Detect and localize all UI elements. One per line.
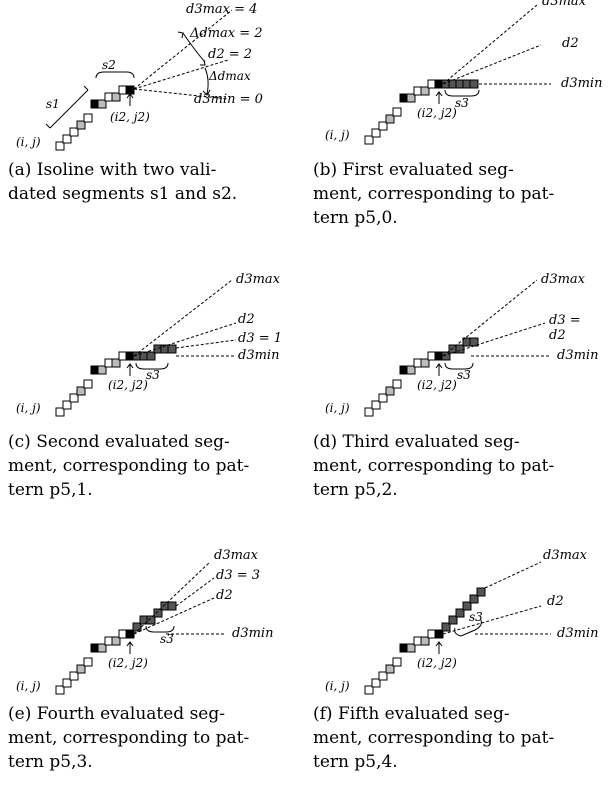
label-i2j2: (i2, j2) — [108, 656, 148, 670]
panel-a: d3max = 4 Δdmax = 2 d2 = 2 Δdmax d3min =… — [0, 0, 290, 204]
caption-line: dated segments s1 and s2. — [8, 184, 238, 204]
caption-line: (f) Fifth evaluated seg- — [313, 704, 510, 724]
diagram-a — [45, 9, 233, 151]
label-ij: (i, j) — [16, 401, 41, 415]
diagram-b — [364, 4, 551, 145]
label-d3: d3 = 1 — [238, 331, 283, 346]
label-d3max: d3max = 4 — [186, 2, 258, 17]
caption-line: tern p5,4. — [313, 752, 398, 772]
caption-line: (a) Isoline with two vali- — [8, 160, 217, 180]
isoline-pixels — [55, 85, 135, 151]
label-d2: d2 — [547, 594, 564, 609]
caption-c: (c) Second evaluated seg- ment, correspo… — [8, 430, 278, 502]
caption-line: tern p5,2. — [313, 480, 398, 500]
label-d3min: d3min — [232, 626, 274, 641]
s1-brace — [49, 89, 89, 129]
caption-line: ment, corresponding to pat- — [313, 184, 555, 204]
label-d3max: d3max — [543, 548, 588, 563]
label-d3min: d3min — [557, 348, 599, 363]
caption-f: (f) Fifth evaluated seg- ment, correspon… — [313, 702, 583, 774]
label-ij: (i, j) — [325, 128, 350, 142]
label-d3max: d3max — [542, 0, 587, 9]
diagram-e — [55, 561, 224, 695]
label-d2: d2 — [238, 312, 255, 327]
label-d2: d2 = 2 — [208, 47, 253, 62]
label-s1: s1 — [46, 97, 60, 111]
label-d3min: d3min — [561, 76, 603, 91]
label-dmax2: Δdmax — [209, 69, 251, 83]
label-d3min: d3min — [238, 348, 280, 363]
label-s2: s2 — [102, 58, 116, 72]
caption-d: (d) Third evaluated seg- ment, correspon… — [313, 430, 583, 502]
diagram-f — [364, 561, 551, 695]
label-d3min: d3min — [557, 626, 599, 641]
label-s3: s3 — [455, 96, 469, 110]
caption-e: (e) Fourth evaluated seg- ment, correspo… — [8, 702, 278, 774]
label-ij: (i, j) — [16, 679, 41, 693]
caption-line: ment, corresponding to pat- — [313, 456, 555, 476]
caption-line: (d) Third evaluated seg- — [313, 432, 520, 452]
label-i2j2: (i2, j2) — [417, 378, 457, 392]
label-d3max: d3max — [236, 272, 281, 287]
panel-c: d3max d2 d3 = 1 d3min s3 (i, j) (i2, j2)… — [0, 268, 290, 528]
caption-line: tern p5,0. — [313, 208, 398, 228]
label-i2j2: (i2, j2) — [417, 656, 457, 670]
caption-line: tern p5,3. — [8, 752, 93, 772]
label-d3: d3 = 3 — [216, 568, 261, 583]
panel-b: d3max d2 d3min s3 (i, j) (i2, j2) (b) Fi… — [305, 0, 602, 240]
label-ij: (i, j) — [16, 135, 41, 149]
label-d2: d2 — [216, 588, 233, 603]
diagram-d — [364, 279, 551, 417]
caption-line: (b) First evaluated seg- — [313, 160, 514, 180]
caption-a: (a) Isoline with two vali- dated segment… — [8, 158, 278, 206]
label-d3: d3 = d2 — [549, 313, 581, 343]
panel-d: d3max d3 = d2 d3min s3 (i, j) (i2, j2) (… — [305, 268, 599, 528]
label-i2j2: (i2, j2) — [417, 106, 457, 120]
label-d2: d2 — [562, 36, 579, 51]
label-ij: (i, j) — [325, 679, 350, 693]
panel-f: d3max d2 d3min s3 (i, j) (i2, j2) (f) Fi… — [305, 540, 599, 800]
s2-brace — [95, 71, 135, 79]
label-d3max: d3max — [541, 272, 586, 287]
label-s3: s3 — [469, 610, 483, 624]
label-s3: s3 — [457, 368, 471, 382]
caption-line: ment, corresponding to pat- — [313, 728, 555, 748]
label-i2j2: (i2, j2) — [110, 110, 150, 124]
caption-line: ment, corresponding to pat- — [8, 728, 250, 748]
caption-b: (b) First evaluated seg- ment, correspon… — [313, 158, 583, 230]
caption-line: tern p5,1. — [8, 480, 93, 500]
label-s3: s3 — [160, 632, 174, 646]
caption-line: ment, corresponding to pat- — [8, 456, 250, 476]
label-d3max: d3max — [214, 548, 259, 563]
label-i2j2: (i2, j2) — [108, 378, 148, 392]
label-dmax: Δdmax = 2 — [190, 26, 263, 41]
label-d3min: d3min = 0 — [194, 92, 263, 107]
panel-e: d3max d3 = 3 d2 d3min s3 (i, j) (i2, j2)… — [0, 540, 290, 800]
caption-line: (e) Fourth evaluated seg- — [8, 704, 225, 724]
diagram-c — [55, 279, 237, 417]
label-s3: s3 — [146, 368, 160, 382]
caption-line: (c) Second evaluated seg- — [8, 432, 230, 452]
label-ij: (i, j) — [325, 401, 350, 415]
